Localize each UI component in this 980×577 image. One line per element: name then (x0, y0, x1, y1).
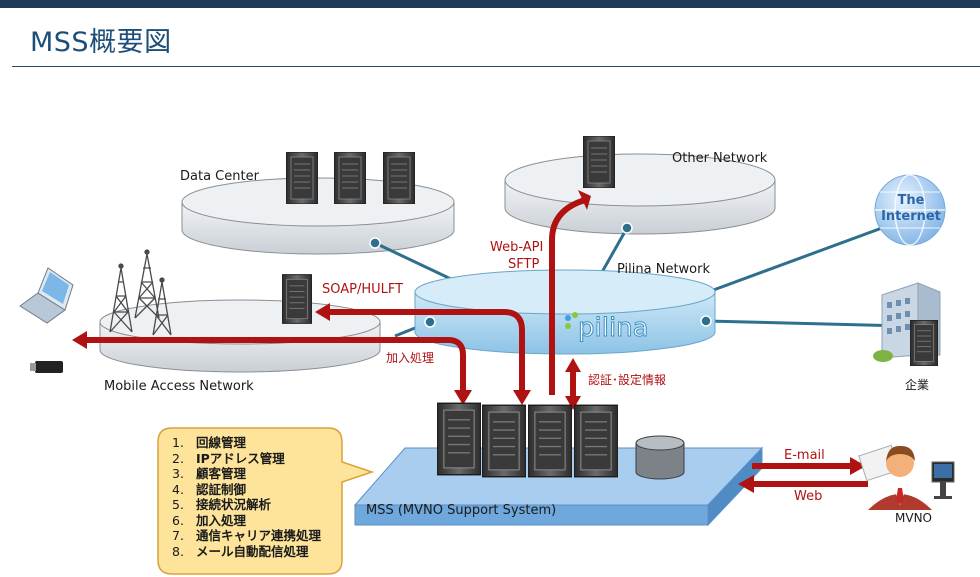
enterprise-label: 企業 (905, 377, 929, 392)
list-item: 3.顧客管理 (172, 466, 247, 481)
kanyu-label: 加入処理 (386, 351, 434, 365)
list-item: 4.認証制御 (172, 481, 247, 497)
other-network-server (583, 136, 615, 188)
list-item: 2.IPアドレス管理 (172, 450, 285, 466)
mss-server-3 (528, 404, 572, 478)
arrow-heads (72, 190, 866, 493)
list-item: 5.接続状況解析 (172, 497, 272, 512)
other-network-label: Other Network (672, 151, 768, 166)
list-item: 6.加入処理 (172, 512, 247, 528)
data-center-server-1 (286, 152, 318, 204)
web-label: Web (794, 489, 822, 504)
page-title: MSS概要図 (30, 27, 172, 58)
internet-label-line1: The (898, 193, 925, 208)
data-center-server-3 (383, 152, 415, 204)
database-icon (635, 435, 685, 480)
email-label: E-mail (784, 448, 825, 463)
mss-server-2 (482, 404, 526, 478)
enterprise-server (910, 320, 938, 366)
pilina-network-label: Pilina Network (617, 262, 710, 277)
pilina-logo: pilina (565, 312, 649, 344)
mvno-person-icon (858, 444, 955, 510)
usb-dongle-icon (30, 361, 63, 373)
connection-arrows (85, 197, 868, 487)
mobile-network-server (282, 274, 312, 324)
top-bar (0, 0, 980, 8)
soap-hulft-label: SOAP/HULFT (322, 282, 403, 297)
web-api-label: Web-API (490, 240, 543, 255)
list-item: 1.回線管理 (172, 435, 247, 450)
internet-label-line2: Internet (881, 209, 941, 224)
list-item: 8.メール自動配信処理 (172, 543, 309, 559)
mss-server-1 (437, 402, 481, 476)
data-center-label: Data Center (180, 169, 260, 184)
feature-list: 1.回線管理 2.IPアドレス管理 3.顧客管理 4.認証制御 5.接続状況解析… (172, 435, 321, 559)
ninsho-label: 認証･設定情報 (588, 372, 666, 387)
antenna-towers (109, 249, 172, 336)
list-item: 7.通信キャリア連携処理 (172, 528, 322, 543)
data-center-server-2 (334, 152, 366, 204)
pilina-network-disk (414, 269, 716, 355)
pilina-logo-text: pilina (578, 313, 649, 343)
callout-bubble (157, 427, 375, 575)
other-network-disk (504, 153, 776, 235)
title-divider (12, 66, 980, 67)
internet-globe-icon: The Internet (874, 174, 946, 246)
mss-label: MSS (MVNO Support System) (366, 503, 556, 518)
sftp-label: SFTP (508, 257, 539, 272)
laptop-icon (19, 267, 74, 324)
mvno-label: MVNO (895, 511, 932, 525)
mss-server-4 (574, 404, 618, 478)
mobile-access-network-label: Mobile Access Network (104, 379, 254, 394)
